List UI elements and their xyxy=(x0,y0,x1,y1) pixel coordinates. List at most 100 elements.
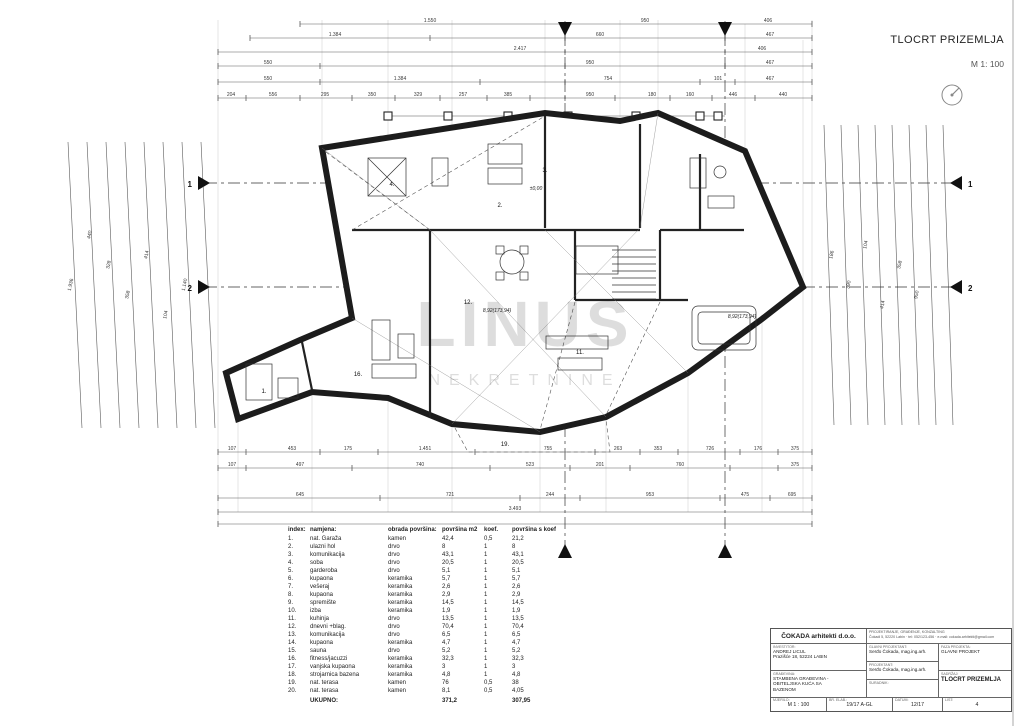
table-cell: drvo xyxy=(388,624,400,630)
area-label: 8,92(173,94) xyxy=(728,314,757,320)
table-cell: 2,6 xyxy=(442,584,451,590)
dim-label: 375 xyxy=(791,462,800,468)
table-cell: 11. xyxy=(288,616,296,622)
column-header: index: xyxy=(288,527,306,533)
table-cell: 17. xyxy=(288,664,297,670)
dim-label: 550 xyxy=(264,60,273,66)
table-cell: 8 xyxy=(512,544,516,550)
table-cell: 38 xyxy=(512,680,519,686)
table-cell: 20,5 xyxy=(512,560,524,566)
title-block-col-mid: GLAVNI PROJEKTANT: Serđo Čokada, mag.ing… xyxy=(867,644,939,697)
table-cell: 1 xyxy=(484,584,488,590)
dim-label: 107 xyxy=(228,446,237,452)
table-cell: 15. xyxy=(288,648,297,654)
room-number-labels: 1. 2. 3. 4. 11. 12. 16. 19. xyxy=(261,168,584,448)
total-koef: 307,95 xyxy=(512,698,531,704)
table-cell: 18. xyxy=(288,672,297,678)
table-cell: nat. Garaža xyxy=(310,536,342,542)
dim-label: 329 xyxy=(414,92,423,98)
dim-label: 721 xyxy=(446,492,455,498)
dimension-labels-top: 1.550 950 406 1.384 660 467 2.417 406 55… xyxy=(227,18,788,98)
dim-label: 385 xyxy=(504,92,513,98)
table-cell: kupaona xyxy=(310,592,334,598)
table-cell: 13,5 xyxy=(442,616,454,622)
table-cell: 70,4 xyxy=(442,624,454,630)
table-cell: drvo xyxy=(388,552,400,558)
table-cell: 0,5 xyxy=(484,688,493,694)
dimension-lines-bottom xyxy=(217,449,813,527)
dim-label: 350 xyxy=(368,92,377,98)
table-cell: 10. xyxy=(288,608,297,614)
table-cell: keramika xyxy=(388,656,413,662)
area-label: 8,92(173,94) xyxy=(483,308,512,314)
room-number-label: 2. xyxy=(497,203,502,209)
table-cell: 7. xyxy=(288,584,294,590)
table-cell: 1 xyxy=(484,616,488,622)
company-name: ČOKADA arhitekti d.o.o. xyxy=(771,629,867,643)
room-number-label: 4. xyxy=(389,182,394,188)
table-cell: keramika xyxy=(388,592,413,598)
dim-label: 467 xyxy=(766,60,775,66)
content-value: TLOCRT PRIZEMLJA xyxy=(941,677,1001,683)
dim-label: 950 xyxy=(586,60,595,66)
dim-label: 950 xyxy=(586,92,595,98)
table-cell: 76 xyxy=(442,680,449,686)
company-info-line: PROJEKTIRANJE, GRAĐENJE, KONZALTING xyxy=(869,630,945,634)
table-cell: keramika xyxy=(388,600,413,606)
dimension-lines-right xyxy=(823,124,954,426)
elab-cell: BR. ELAB.: 19/17 A-GL xyxy=(827,698,893,711)
table-cell: drvo xyxy=(388,568,400,574)
table-cell: 1. xyxy=(288,536,294,542)
designer-name: Serđo Čokada, mag.ing.arh. xyxy=(869,667,927,672)
phase-label: FAZA PROJEKTA: xyxy=(941,645,971,649)
table-cell: 1 xyxy=(484,592,488,598)
table-cell: 2,6 xyxy=(512,584,521,590)
dim-label: 295 xyxy=(321,92,330,98)
table-cell: 5,1 xyxy=(442,568,451,574)
section-number: 2 xyxy=(968,284,973,293)
table-cell: 6,5 xyxy=(512,632,521,638)
dim-label: 446 xyxy=(729,92,738,98)
table-cell: 1 xyxy=(484,544,488,550)
dim-label: 406 xyxy=(758,46,767,52)
table-cell: drvo xyxy=(388,560,400,566)
table-cell: 5,1 xyxy=(512,568,521,574)
building-label: GRAĐEVINA: xyxy=(773,672,796,676)
column-header: površina m2 xyxy=(442,527,478,533)
room-number-label: 19. xyxy=(501,442,510,448)
dim-label: 556 xyxy=(269,92,278,98)
table-cell: keramika xyxy=(388,576,413,582)
dim-label: 740 xyxy=(416,462,425,468)
dim-label: 1.384 xyxy=(329,32,342,38)
table-cell: kamen xyxy=(388,536,407,542)
sheet-number-label: LIST: xyxy=(945,698,954,702)
table-cell: 20. xyxy=(288,688,297,694)
room-schedule-table: index: namjena: obrada površina: površin… xyxy=(288,526,558,705)
dim-label: 760 xyxy=(676,462,685,468)
dim-label: 550 xyxy=(264,76,273,82)
table-cell: 13,5 xyxy=(512,616,524,622)
scale-cell-label: MJERILO: xyxy=(773,698,790,702)
table-cell: 14,5 xyxy=(442,600,454,606)
company-info-line: Čokadi 5, 52220 Labin · tel: 052/123-456… xyxy=(869,634,995,639)
dim-label: 257 xyxy=(459,92,468,98)
table-cell: 5. xyxy=(288,568,294,574)
elab-label: BR. ELAB.: xyxy=(829,698,848,702)
table-cell: 19. xyxy=(288,680,297,686)
sheet-title-area: TLOCRT PRIZEMLJA M 1: 100 xyxy=(890,34,1004,69)
room-number-label: 16. xyxy=(354,372,363,378)
table-cell: drvo xyxy=(388,544,400,550)
table-cell: 8. xyxy=(288,592,294,598)
